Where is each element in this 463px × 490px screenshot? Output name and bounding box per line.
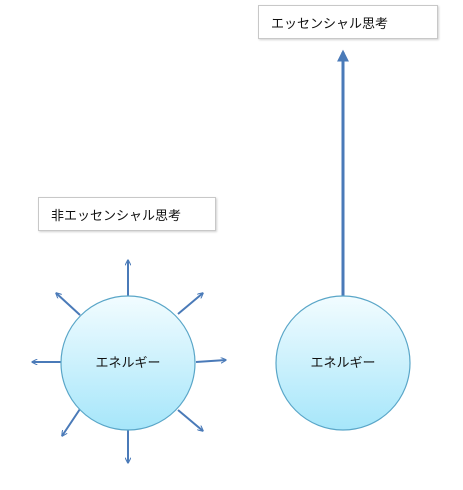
left-energy-label: エネルギー: [95, 356, 160, 371]
right-energy-circle: [275, 295, 411, 431]
arrow-right: [195, 360, 226, 362]
scattered-arrows: [32, 260, 226, 463]
essential-thinking-text: エッセンシャル思考: [271, 16, 389, 32]
arrow-down-right: [177, 409, 203, 431]
non-essential-thinking-label: 非エッセンシャル思考: [38, 197, 216, 231]
arrow-up-left: [56, 293, 81, 316]
arrow-up-right: [177, 293, 203, 315]
right-energy-node: エネルギー: [275, 295, 411, 431]
essential-thinking-label: エッセンシャル思考: [258, 5, 438, 39]
left-energy-circle: [60, 295, 196, 431]
non-essential-thinking-text: 非エッセンシャル思考: [51, 208, 182, 224]
left-energy-node: エネルギー: [60, 295, 196, 431]
arrow-down-left: [62, 408, 81, 436]
right-energy-label: エネルギー: [310, 356, 375, 371]
